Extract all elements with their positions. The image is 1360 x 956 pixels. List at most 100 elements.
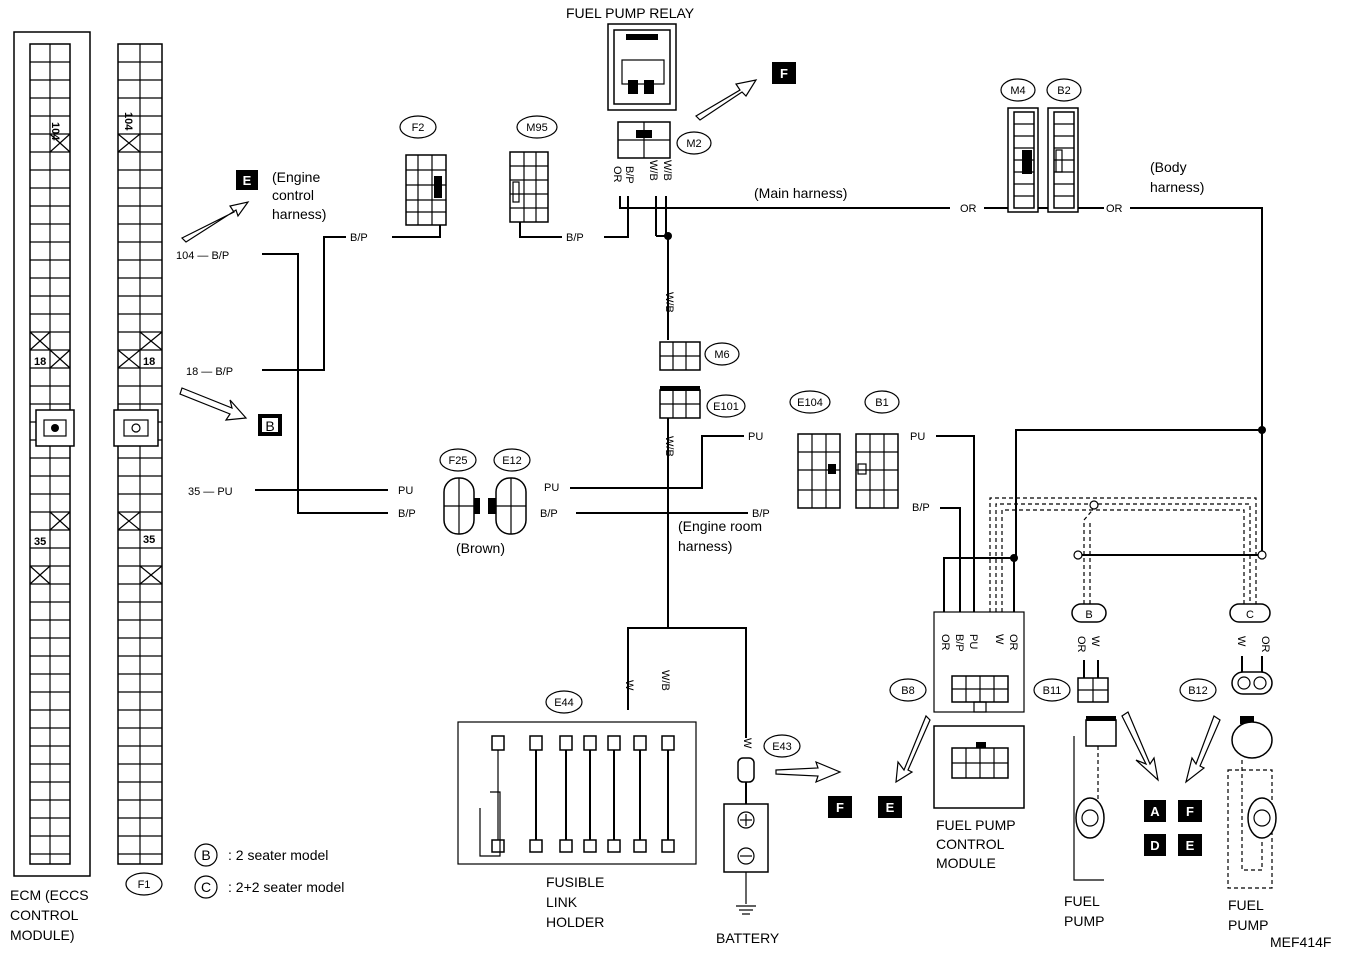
m4-id: M4 xyxy=(1010,85,1025,97)
wire-104-bp: 104 — B/P xyxy=(176,250,229,262)
engine-control-harness-3: harness) xyxy=(272,206,326,222)
body-harness-2: harness) xyxy=(1150,179,1204,195)
engine-room-harness-1: (Engine room xyxy=(678,518,762,534)
wire-bp-e104: B/P xyxy=(752,508,770,520)
m2-id: M2 xyxy=(686,138,701,150)
pin-18-f1: 18 xyxy=(143,356,155,368)
pin-104-f1: 104 xyxy=(122,112,134,131)
wire-bp-b8: B/P xyxy=(953,634,965,652)
battery-label: BATTERY xyxy=(716,930,780,946)
main-harness-label: (Main harness) xyxy=(754,185,847,201)
fusible-label-1: FUSIBLE xyxy=(546,874,604,890)
ref-f-battery: F xyxy=(836,800,844,815)
b11-connector xyxy=(1077,677,1109,703)
wire-wb-fuse: W/B xyxy=(659,670,671,691)
fpcm-label-2: CONTROL xyxy=(936,836,1005,852)
fpcm-connector xyxy=(933,725,1025,809)
wire-or-b8: OR xyxy=(939,634,951,651)
wire-bp-f2: B/P xyxy=(350,232,368,244)
legend: B : 2 seater model C : 2+2 seater model xyxy=(194,843,344,899)
ref-a: A xyxy=(1150,804,1160,819)
ecm-label-line3: MODULE) xyxy=(10,927,75,943)
fuel-pump-relay-label: FUEL PUMP RELAY xyxy=(566,5,695,21)
pin-35-ecm: 35 xyxy=(34,536,46,548)
b12-connector xyxy=(1231,671,1273,695)
fuel-pump-2-label-2: PUMP xyxy=(1228,917,1268,933)
engine-room-harness-2: harness) xyxy=(678,538,732,554)
wire-wb-vertical-2: W/B xyxy=(663,436,675,457)
fpcm-label-1: FUEL PUMP xyxy=(936,817,1016,833)
b11-symbol: B xyxy=(1085,609,1092,621)
m6-id: M6 xyxy=(714,349,729,361)
ref-f-right: F xyxy=(1186,804,1194,819)
m2-connector xyxy=(617,121,671,159)
wire-bp-e12: B/P xyxy=(540,508,558,520)
f1-connector-strip xyxy=(113,43,163,865)
e12-connector xyxy=(488,477,527,535)
wire-wb-relay-2: W/B xyxy=(661,160,673,181)
ecm-label-line2: CONTROL xyxy=(10,907,79,923)
wire-w-b8: W xyxy=(993,634,1005,645)
ecm-connector-strip xyxy=(13,31,91,877)
f2-connector xyxy=(405,154,447,226)
fuel-pump-1-label-1: FUEL xyxy=(1064,893,1100,909)
b1-connector xyxy=(855,433,899,509)
brown-label: (Brown) xyxy=(456,540,505,556)
ref-e-bottom: E xyxy=(886,800,895,815)
wire-w-battery: W xyxy=(741,738,753,749)
m4-connector xyxy=(1007,107,1039,213)
wire-or-b11: OR xyxy=(1075,636,1087,653)
e101-connector xyxy=(659,386,701,419)
f25-id: F25 xyxy=(449,455,468,467)
e44-id: E44 xyxy=(554,697,574,709)
legend-c-text: : 2+2 seater model xyxy=(228,879,344,895)
wire-or-b8-2: OR xyxy=(1007,634,1019,651)
b12-symbol: C xyxy=(1246,609,1254,621)
engine-control-harness-1: (Engine xyxy=(272,169,320,185)
ref-d: D xyxy=(1150,838,1159,853)
e104-id: E104 xyxy=(797,397,823,409)
m6-connector xyxy=(659,341,701,371)
pin-35-f1: 35 xyxy=(143,534,155,546)
diagram-code: MEF414F xyxy=(1270,934,1331,950)
legend-b-text: : 2 seater model xyxy=(228,847,328,863)
fuel-pump-1-label-2: PUMP xyxy=(1064,913,1104,929)
wire-w-b11: W xyxy=(1089,636,1101,647)
fpcm-label-3: MODULE xyxy=(936,855,996,871)
b8-id: B8 xyxy=(901,685,914,697)
wire-pu-e104: PU xyxy=(748,431,763,443)
legend-c-symbol: C xyxy=(201,879,211,895)
m95-id: M95 xyxy=(526,122,547,134)
wire-bp-b1: B/P xyxy=(912,502,930,514)
wire-bp-relay: B/P xyxy=(623,166,635,184)
legend-b-symbol: B xyxy=(201,847,210,863)
e43-id: E43 xyxy=(772,741,792,753)
m95-connector xyxy=(509,151,549,223)
fuel-pump-2 xyxy=(1227,716,1277,889)
wire-pu-b8: PU xyxy=(967,634,979,649)
wire-w-fuse: W xyxy=(623,680,635,691)
f2-id: F2 xyxy=(412,122,425,134)
ref-e-right: E xyxy=(1186,838,1195,853)
wire-18-bp: 18 — B/P xyxy=(186,366,233,378)
b2-id: B2 xyxy=(1057,85,1070,97)
b11-id: B11 xyxy=(1043,685,1062,697)
wire-or-b12: OR xyxy=(1259,636,1271,653)
engine-control-harness-2: control xyxy=(272,187,314,203)
ref-f-top: F xyxy=(780,66,788,81)
b2-connector xyxy=(1047,107,1079,213)
pin-18-ecm: 18 xyxy=(34,356,46,368)
fuel-pump-2-label-1: FUEL xyxy=(1228,897,1264,913)
wire-wb-relay-1: W/B xyxy=(647,160,659,181)
ref-e-top: E xyxy=(243,173,252,188)
wire-pu-b1: PU xyxy=(910,431,925,443)
e104-connector xyxy=(797,433,841,509)
fuel-pump-relay xyxy=(607,23,677,111)
battery xyxy=(723,803,769,915)
wire-pu-e12: PU xyxy=(544,482,559,494)
fusible-link-holder xyxy=(457,721,697,865)
f25-connector xyxy=(443,477,480,535)
pin-104-ecm: 104 xyxy=(49,122,61,141)
wire-35-pu: 35 — PU xyxy=(188,486,233,498)
f1-connector-id: F1 xyxy=(138,879,151,891)
